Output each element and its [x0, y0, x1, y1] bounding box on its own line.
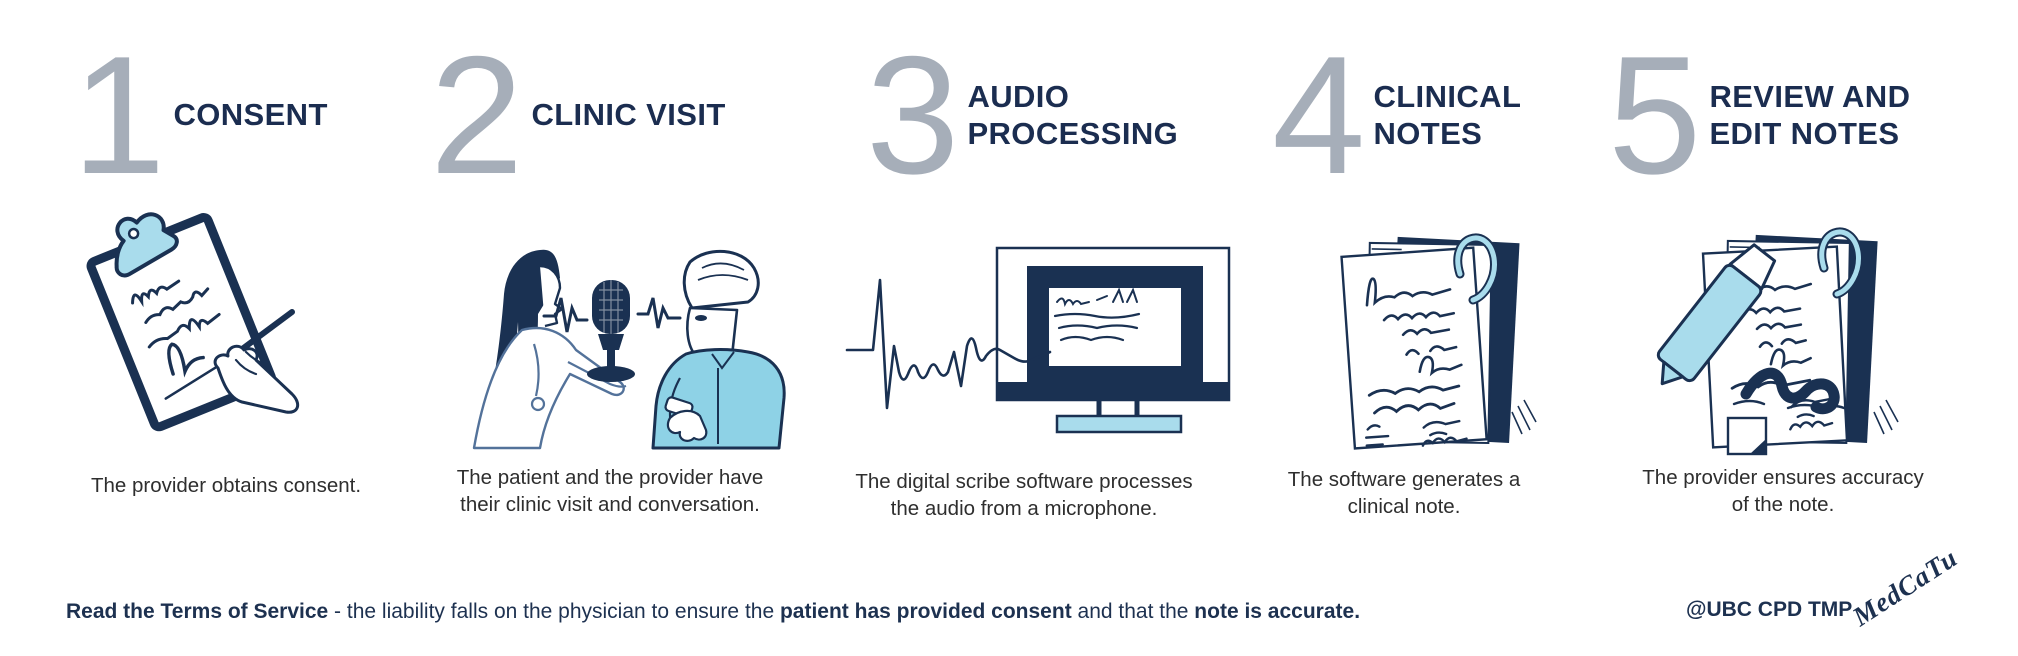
- notes-front-page: [1340, 246, 1488, 450]
- ubc-cpd-credit: @UBC CPD TMP: [1686, 598, 1853, 621]
- waveform-right: [636, 297, 682, 329]
- step-3-number: 3: [866, 21, 959, 209]
- waveform-left: [542, 297, 589, 333]
- paperclip-icon: [1817, 227, 1863, 299]
- step-4-title: CLINICAL NOTES: [1373, 79, 1521, 152]
- step-2-illustration: [418, 232, 796, 450]
- disclaimer-segment: note is accurate.: [1194, 600, 1361, 623]
- step-2-caption-line-1: The patient and the provider have: [456, 466, 764, 489]
- page-curl-lines: [1511, 399, 1537, 435]
- step-2-caption: The patient and the provider have their …: [435, 464, 785, 518]
- disclaimer-segment: - the liability falls on the physician t…: [328, 600, 780, 623]
- step-1-title: CONSENT: [173, 97, 327, 134]
- step-5-header: 5 REVIEW AND EDIT NOTES: [1608, 21, 1910, 209]
- step-5-caption-line-2: of the note.: [1731, 493, 1835, 517]
- step-3-caption-line-2: the audio from a microphone.: [890, 497, 1158, 521]
- artist-signature: MedCaTu: [1847, 542, 1963, 632]
- step-2-title-line-1: CLINIC VISIT: [531, 97, 726, 133]
- step-4-caption: The software generates a clinical note.: [1229, 466, 1579, 520]
- step-4-illustration: [1300, 222, 1565, 462]
- stethoscope-bell: [530, 396, 546, 412]
- highlighter-eraser-icon: [1656, 243, 1777, 386]
- step-1-illustration: [60, 192, 300, 442]
- step-3-caption-line-1: The digital scribe software processes: [855, 470, 1193, 493]
- disclaimer-segment: and that the: [1071, 600, 1195, 623]
- consent-clipboard-icon: [86, 212, 300, 432]
- step-3-caption: The digital scribe software processes th…: [849, 468, 1199, 522]
- disclaimer-segment: patient has provided consent: [779, 600, 1072, 623]
- step-2-number: 2: [430, 21, 523, 209]
- page-curl-lines: [1873, 399, 1899, 435]
- step-2-caption-line-2: their clinic visit and conversation.: [460, 493, 760, 517]
- step-5-caption-line-1: The provider ensures accuracy: [1642, 466, 1924, 489]
- patient-turban: [682, 249, 760, 310]
- step-4-number: 4: [1272, 21, 1365, 209]
- provider-body: [472, 326, 625, 450]
- monitor-stand: [1096, 400, 1140, 416]
- step-2-title: CLINIC VISIT: [531, 97, 725, 134]
- step-5-title: REVIEW AND EDIT NOTES: [1709, 79, 1910, 152]
- computer-monitor: [995, 246, 1231, 434]
- audio-waveform: [845, 278, 1052, 410]
- clinic-visit-icon: [472, 249, 786, 450]
- step-4-title-line-2: NOTES: [1373, 115, 1483, 151]
- edit-notes-icon: [1656, 227, 1899, 456]
- step-1-title-line-1: CONSENT: [173, 97, 328, 133]
- step-4-caption-line-2: clinical note.: [1347, 495, 1461, 519]
- step-4-title-line-1: CLINICAL: [1373, 79, 1522, 115]
- patient-hands: [666, 409, 708, 442]
- step-5-caption: The provider ensures accuracy of the not…: [1608, 464, 1958, 518]
- step-2-header: 2 CLINIC VISIT: [430, 21, 726, 209]
- step-5-illustration: [1628, 222, 1928, 467]
- step-1-header: 1 CONSENT: [72, 21, 328, 209]
- step-3-title-line-2: PROCESSING: [967, 115, 1179, 151]
- terms-disclaimer: Read the Terms of Service - the liabilit…: [66, 600, 1360, 624]
- microphone-icon: [587, 280, 635, 382]
- patient-figure: [651, 249, 786, 450]
- step-5-title-line-2: EDIT NOTES: [1709, 115, 1900, 151]
- step-4-header: 4 CLINICAL NOTES: [1272, 21, 1521, 209]
- sticky-note: [1726, 416, 1768, 456]
- step-3-illustration: [845, 238, 1241, 438]
- screen-scribbles: [1056, 287, 1138, 308]
- step-1-number: 1: [72, 21, 165, 209]
- monitor-base: [1055, 414, 1183, 434]
- step-3-title: AUDIO PROCESSING: [967, 79, 1178, 152]
- paperclip-icon: [1453, 233, 1499, 305]
- step-5-title-line-1: REVIEW AND: [1709, 79, 1911, 115]
- step-1-caption: The provider obtains consent.: [66, 472, 386, 499]
- step-1-caption-line-1: The provider obtains consent.: [90, 474, 362, 497]
- step-3-title-line-1: AUDIO: [967, 79, 1070, 115]
- step-5-number: 5: [1608, 21, 1701, 209]
- step-3-header: 3 AUDIO PROCESSING: [866, 21, 1178, 209]
- edit-squiggle: [1740, 367, 1840, 415]
- step-4-caption-line-1: The software generates a: [1287, 468, 1521, 491]
- clinical-notes-icon: [1340, 233, 1537, 450]
- disclaimer-segment: Read the Terms of Service: [66, 600, 329, 623]
- hand-with-pen: [213, 309, 300, 414]
- provider-figure: [472, 249, 627, 450]
- audio-processing-icon: [845, 246, 1231, 434]
